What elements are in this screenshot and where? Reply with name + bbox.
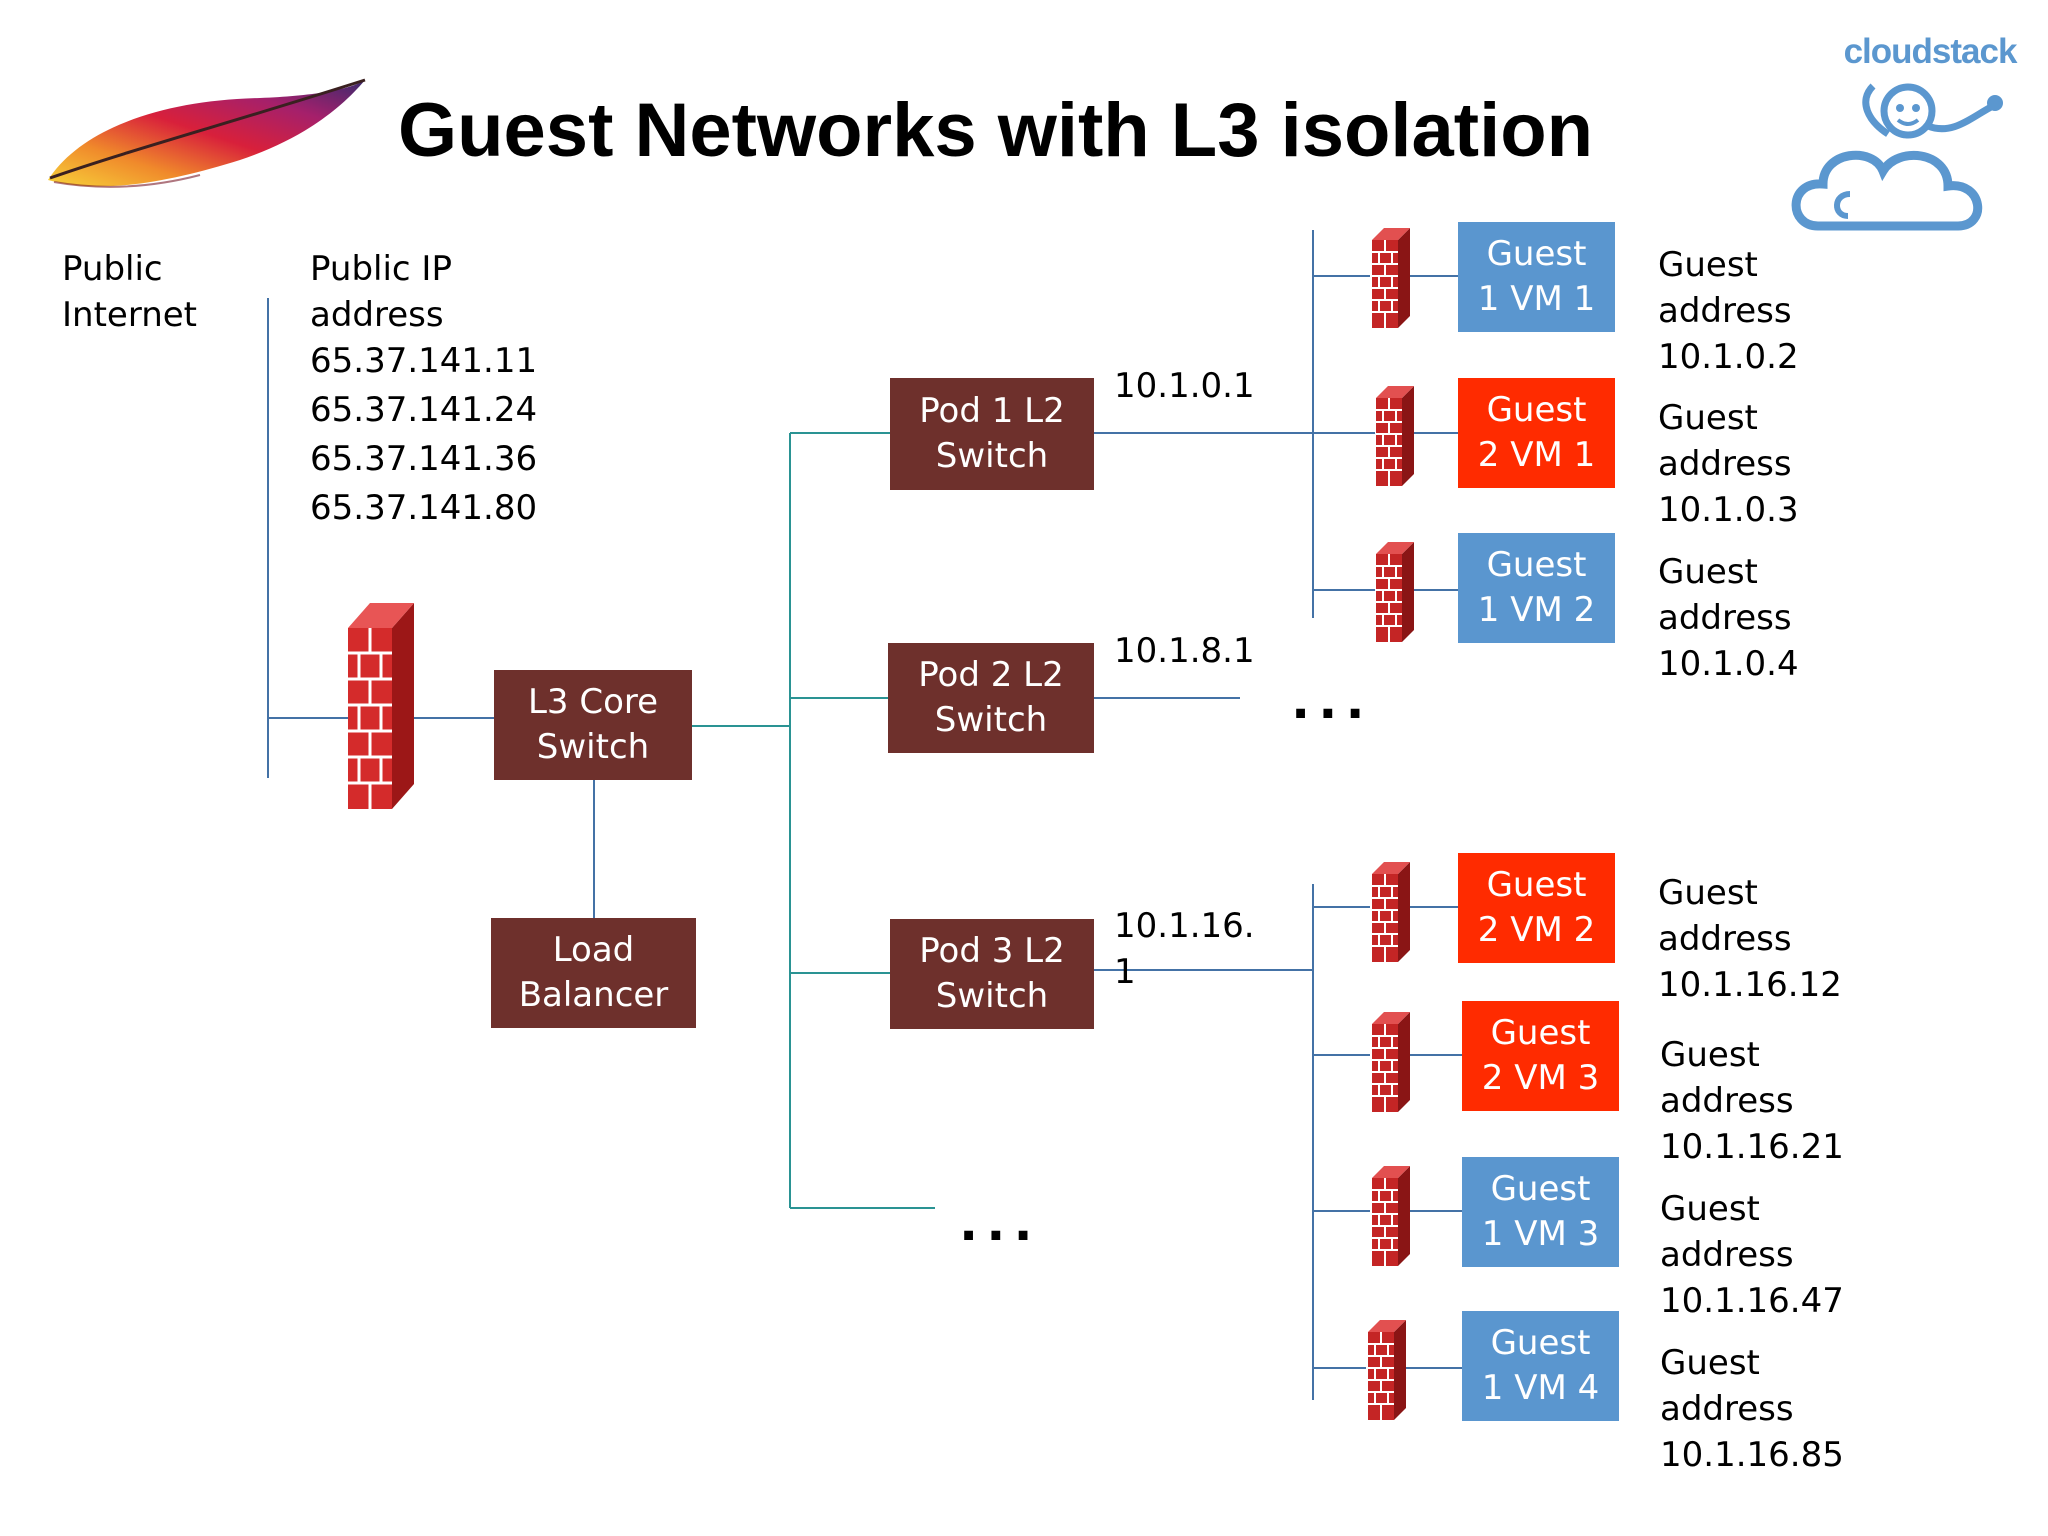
apache-feather-logo bbox=[48, 78, 366, 188]
public-ip-address-4: 65.37.141.80 bbox=[310, 488, 538, 528]
more-pods-ellipsis: ... bbox=[960, 1185, 1042, 1254]
public-ip-address-3: 65.37.141.36 bbox=[310, 439, 538, 479]
guest-1-vm-1: Guest 1 VM 1 bbox=[1458, 222, 1615, 332]
guest-1-vm-2: Guest 1 VM 2 bbox=[1458, 533, 1615, 643]
guest-firewall-icon bbox=[1372, 1012, 1410, 1112]
pod-3-l2-switch: Pod 3 L2 Switch bbox=[890, 919, 1094, 1029]
guest-address-10-1-16-85: Guest address 10.1.16.85 bbox=[1660, 1343, 1844, 1475]
guest-firewall-icon bbox=[1376, 386, 1414, 486]
guest-firewall-icon bbox=[1372, 862, 1410, 962]
pod-2-l2-switch: Pod 2 L2 Switch bbox=[888, 643, 1094, 753]
guest-address-10-1-0-3: Guest address 10.1.0.3 bbox=[1658, 398, 1799, 530]
guest-1-vm-4: Guest 1 VM 4 bbox=[1462, 1311, 1619, 1421]
public-ip-address-1: 65.37.141.11 bbox=[310, 341, 538, 381]
guest-2-vm-3: Guest 2 VM 3 bbox=[1462, 1001, 1619, 1111]
cloudstack-logo-text: cloudstack bbox=[1843, 32, 2018, 71]
guest-address-10-1-16-47: Guest address 10.1.16.47 bbox=[1660, 1189, 1844, 1321]
guest-address-10-1-16-12: Guest address 10.1.16.12 bbox=[1658, 873, 1842, 1005]
pod-3-gateway: 10.1.16. 1 bbox=[1114, 906, 1255, 992]
cloudstack-mascot-icon bbox=[1791, 83, 2003, 231]
page-title: Guest Networks with L3 isolation bbox=[398, 88, 1594, 173]
public-ip-address-2: 65.37.141.24 bbox=[310, 390, 538, 430]
load-balancer: Load Balancer bbox=[491, 918, 696, 1028]
guest-1-vm-3: Guest 1 VM 3 bbox=[1462, 1157, 1619, 1267]
guest-address-10-1-0-2: Guest address 10.1.0.2 bbox=[1658, 245, 1799, 377]
guest-2-vm-2: Guest 2 VM 2 bbox=[1458, 853, 1615, 963]
public-internet-label: Public Internet bbox=[62, 249, 198, 335]
public-ip-label: Public IP address bbox=[310, 249, 452, 335]
guest-address-10-1-0-4: Guest address 10.1.0.4 bbox=[1658, 552, 1799, 684]
pod-2-ellipsis: ... bbox=[1292, 663, 1374, 732]
guest-2-vm-1: Guest 2 VM 1 bbox=[1458, 378, 1615, 488]
main-firewall-icon bbox=[348, 603, 414, 809]
guest-firewall-icon bbox=[1368, 1320, 1406, 1420]
guest-firewall-icon bbox=[1376, 542, 1414, 642]
guest-address-10-1-16-21: Guest address 10.1.16.21 bbox=[1660, 1035, 1844, 1167]
pod-1-l2-switch: Pod 1 L2 Switch bbox=[890, 378, 1094, 490]
guest-firewall-icon bbox=[1372, 1166, 1410, 1266]
pod-2-gateway: 10.1.8.1 bbox=[1114, 631, 1255, 671]
l3-core-switch: L3 Core Switch bbox=[494, 670, 692, 780]
pod-1-gateway: 10.1.0.1 bbox=[1114, 366, 1255, 406]
guest-firewall-icon bbox=[1372, 228, 1410, 328]
